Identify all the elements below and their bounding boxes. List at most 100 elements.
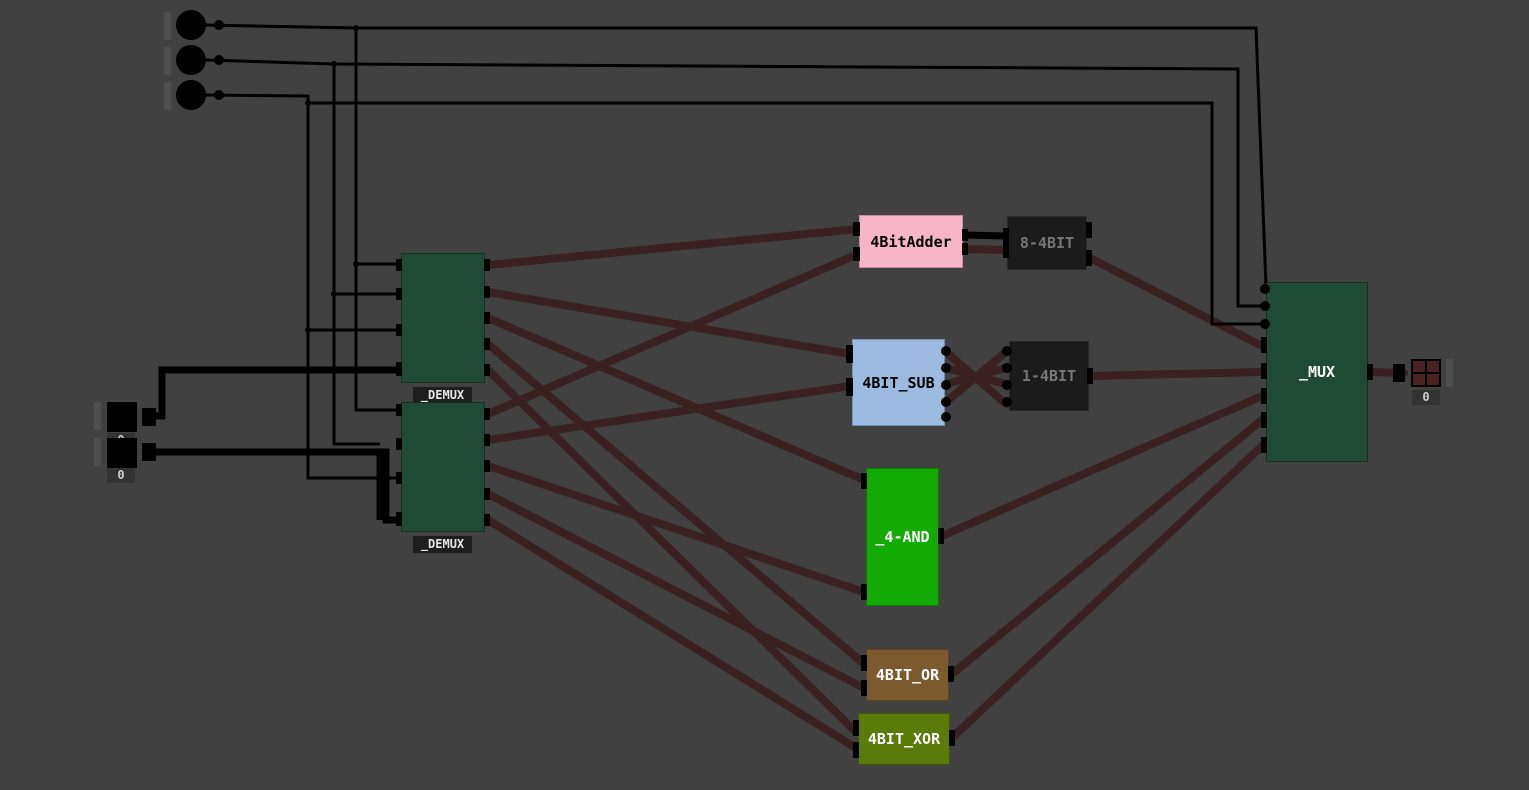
junction-dot xyxy=(331,291,337,297)
splitter-output-pin[interactable] xyxy=(1087,368,1093,384)
bus-wire xyxy=(484,225,862,269)
or-input-pin[interactable] xyxy=(861,680,867,696)
adder-output-pin[interactable] xyxy=(962,229,968,241)
junction-dot xyxy=(305,100,311,106)
sub-output-pin[interactable] xyxy=(941,397,951,407)
bus-wire xyxy=(948,442,1266,742)
sub-output-pin[interactable] xyxy=(941,346,951,356)
mux-select-pin[interactable] xyxy=(1260,301,1270,311)
output-pin[interactable] xyxy=(1393,364,1405,382)
sub-output-pin[interactable] xyxy=(941,363,951,373)
demux-output-pin[interactable] xyxy=(484,338,490,350)
bus-wire xyxy=(484,382,854,444)
signal-wire xyxy=(306,330,398,480)
splitter-output-pin[interactable] xyxy=(1086,222,1092,238)
or-input-pin[interactable] xyxy=(861,655,867,671)
mux-select-pin[interactable] xyxy=(1260,284,1270,294)
input-a-pin[interactable] xyxy=(142,408,156,426)
input-a-button[interactable] xyxy=(107,402,137,432)
splitter-input-pin[interactable] xyxy=(1002,380,1012,390)
selector-button-1[interactable] xyxy=(176,10,206,40)
data-wire xyxy=(152,366,398,420)
xor-input-pin[interactable] xyxy=(853,720,859,736)
or-output-pin[interactable] xyxy=(948,666,954,682)
mux-input-pin[interactable] xyxy=(1261,388,1267,404)
demux-output-pin[interactable] xyxy=(484,286,490,298)
demux-chip-2[interactable] xyxy=(401,402,485,532)
and-output-pin[interactable] xyxy=(938,528,944,544)
drag-handle[interactable] xyxy=(164,12,171,40)
adder-input-pin[interactable] xyxy=(853,247,860,261)
and-input-pin[interactable] xyxy=(861,473,867,489)
xor-output-pin[interactable] xyxy=(949,730,955,746)
splitter-input-pin[interactable] xyxy=(1002,397,1012,407)
drag-handle[interactable] xyxy=(94,438,101,466)
demux-input-pin[interactable] xyxy=(396,404,402,416)
splitter-8-4-chip[interactable]: 8-4BIT xyxy=(1007,216,1087,270)
demux-output-pin[interactable] xyxy=(484,259,490,271)
demux-output-pin[interactable] xyxy=(484,408,490,420)
mux-select-pin[interactable] xyxy=(1260,319,1270,329)
selector-pin-1[interactable] xyxy=(214,20,224,30)
demux-label-1: _DEMUX xyxy=(413,387,472,404)
bus-wire xyxy=(484,288,854,358)
demux-input-pin[interactable] xyxy=(396,288,402,300)
demux-output-pin[interactable] xyxy=(484,312,490,324)
drag-handle[interactable] xyxy=(164,47,171,75)
selector-button-2[interactable] xyxy=(176,45,206,75)
output-bit xyxy=(1427,361,1439,372)
splitter-input-pin[interactable] xyxy=(1003,242,1009,258)
output-bit xyxy=(1427,374,1439,385)
sub-chip[interactable]: 4BIT_SUB xyxy=(852,339,945,426)
demux-input-pin[interactable] xyxy=(396,438,402,450)
adder-output-pin[interactable] xyxy=(962,243,968,255)
mux-input-pin[interactable] xyxy=(1261,363,1267,379)
splitter-input-pin[interactable] xyxy=(1002,346,1012,356)
mux-input-pin[interactable] xyxy=(1261,337,1267,353)
sub-input-pin[interactable] xyxy=(846,345,853,363)
sub-input-pin[interactable] xyxy=(846,378,853,396)
demux-input-pin[interactable] xyxy=(396,512,402,526)
sub-output-pin[interactable] xyxy=(941,380,951,390)
mux-chip[interactable]: _MUX xyxy=(1266,282,1368,462)
adder-chip[interactable]: 4BitAdder xyxy=(859,215,963,268)
drag-handle[interactable] xyxy=(1446,359,1453,387)
demux-input-pin[interactable] xyxy=(396,472,402,484)
selector-button-3[interactable] xyxy=(176,80,206,110)
sub-output-pin[interactable] xyxy=(941,412,951,422)
demux-output-pin[interactable] xyxy=(484,460,490,472)
signal-wire xyxy=(205,93,1262,326)
selector-pin-2[interactable] xyxy=(214,55,224,65)
splitter-output-pin[interactable] xyxy=(1086,250,1092,266)
xor-input-pin[interactable] xyxy=(853,742,859,758)
xor-chip[interactable]: 4BIT_XOR xyxy=(858,713,950,765)
demux-output-pin[interactable] xyxy=(484,434,490,446)
or-chip[interactable]: 4BIT_OR xyxy=(866,649,949,701)
data-wire xyxy=(963,231,1007,240)
demux-input-pin[interactable] xyxy=(396,324,402,336)
drag-handle[interactable] xyxy=(94,402,101,430)
demux-input-pin[interactable] xyxy=(396,259,402,271)
demux-output-pin[interactable] xyxy=(484,514,490,526)
selector-pin-3[interactable] xyxy=(214,90,224,100)
input-b-button[interactable] xyxy=(107,438,137,468)
mux-input-pin[interactable] xyxy=(1261,437,1267,453)
demux-output-pin[interactable] xyxy=(484,364,490,376)
bus-wires xyxy=(484,225,1408,752)
drag-handle[interactable] xyxy=(164,82,171,110)
demux-input-pin[interactable] xyxy=(396,362,402,376)
adder-input-pin[interactable] xyxy=(853,222,860,236)
mux-output-pin[interactable] xyxy=(1367,364,1373,380)
splitter-1-4-chip[interactable]: 1-4BIT xyxy=(1009,341,1089,411)
mux-input-pin[interactable] xyxy=(1261,412,1267,428)
input-b-value: 0 xyxy=(107,468,135,483)
and-chip[interactable]: _4-AND xyxy=(866,468,939,606)
splitter-input-pin[interactable] xyxy=(1002,363,1012,373)
splitter-input-pin[interactable] xyxy=(1003,228,1009,244)
demux-chip-1[interactable] xyxy=(401,253,485,383)
output-display xyxy=(1411,359,1441,387)
demux-label-2: _DEMUX xyxy=(413,536,472,553)
and-input-pin[interactable] xyxy=(861,584,867,600)
input-b-pin[interactable] xyxy=(142,443,156,461)
demux-output-pin[interactable] xyxy=(484,488,490,500)
